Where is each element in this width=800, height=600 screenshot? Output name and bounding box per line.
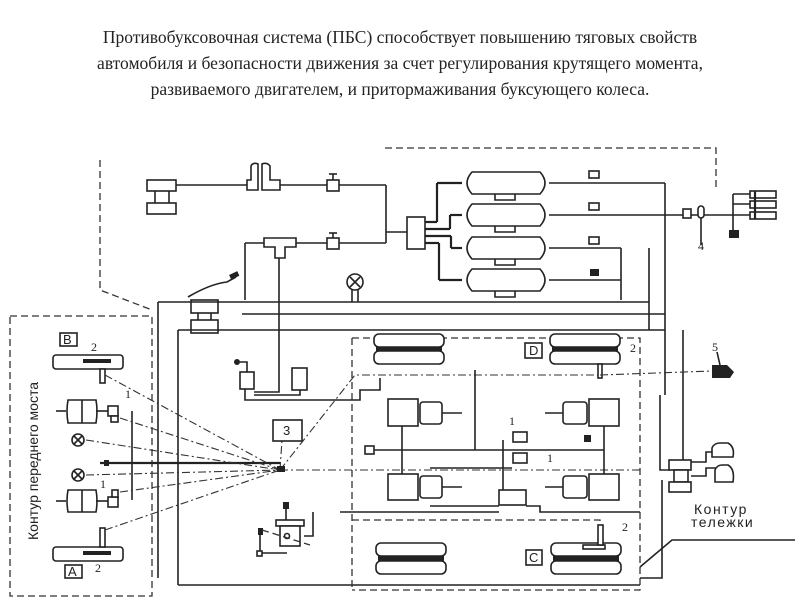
bogie-contour-label-line2: тележки — [691, 514, 754, 530]
caption: Противобуксовочная система (ПБС) способс… — [0, 24, 800, 102]
callout-1: 1 — [509, 414, 515, 428]
air-receiver-1 — [466, 171, 546, 201]
wheel-c-label: C — [529, 550, 538, 565]
protection-valve — [326, 232, 340, 250]
wheel-speed-sensor-1 — [71, 433, 85, 447]
wheel-b — [52, 354, 124, 384]
tee-fitting — [263, 237, 297, 259]
front-axle-contour — [9, 315, 153, 597]
pressure-regulator — [326, 173, 340, 192]
abs-modulator-2 — [107, 489, 119, 508]
pressure-gauge — [346, 273, 364, 302]
air-receiver-4 — [466, 268, 546, 298]
bogie-contour-label-line1: Контур — [694, 501, 748, 517]
callout-1: 1 — [125, 387, 131, 401]
caption-line-2: автомобиля и безопасности движения за сч… — [97, 53, 703, 73]
relay-valve — [682, 208, 692, 219]
warning-lamp-5 — [712, 351, 734, 378]
air-receiver-2 — [466, 203, 546, 233]
brake-chamber-front-left — [56, 399, 108, 424]
air-receiver-3 — [466, 236, 546, 266]
abs-modulator-1 — [107, 405, 119, 423]
wheel-speed-sensor-2 — [71, 468, 85, 482]
brake-chamber-front-right — [56, 489, 108, 513]
ecu-3 — [272, 419, 303, 442]
trailer-connectors — [749, 190, 777, 220]
wheel-a-label-box — [64, 564, 83, 579]
callout-4: 4 — [698, 239, 704, 253]
wheel-c-label-box — [525, 549, 543, 566]
ecu-connector — [277, 466, 285, 472]
four-circuit-valve — [406, 216, 426, 250]
bogie-brake-chamber-left-top — [387, 398, 462, 427]
bogie-modulators — [364, 431, 591, 506]
front-axle-contour-label: Контур переднего моста — [25, 382, 41, 540]
spring-brake-chambers — [711, 442, 735, 483]
caption-line-3: развиваемого двигателем, и притормаживан… — [150, 79, 650, 99]
bogie-brake-chamber-right-top — [545, 398, 620, 427]
bogie-contour-box — [352, 337, 641, 591]
wheel-b-label-box — [59, 332, 78, 347]
air-dryer — [246, 162, 281, 191]
callout-1: 1 — [547, 451, 553, 465]
wheel-a — [52, 527, 124, 562]
signal-lines — [85, 374, 640, 531]
wheel-d — [549, 333, 621, 379]
wheel-d-label-box — [524, 342, 543, 359]
callout-1: 1 — [100, 477, 106, 491]
caption-line-1: Противобуксовочная система (ПБС) способс… — [102, 27, 698, 47]
wheel-c — [550, 524, 622, 575]
callout-5: 5 — [712, 340, 718, 354]
retarder-valve — [256, 502, 314, 557]
solenoid-valve — [234, 330, 381, 401]
callout-3: 3 — [283, 423, 290, 438]
control-valve-4 — [697, 205, 705, 219]
bogie-wheel-bottom-left — [375, 542, 447, 575]
trailer-sensor — [729, 230, 739, 238]
callout-2: 2 — [630, 341, 636, 355]
bogie-brake-chamber-left-bottom — [387, 473, 462, 501]
wheel-d-label: D — [529, 343, 538, 358]
wheel-b-label: B — [63, 332, 72, 347]
compressor — [146, 179, 177, 215]
callout-2: 2 — [622, 520, 628, 534]
bogie-relay-valve — [668, 459, 692, 493]
bogie-wheel-top-left — [373, 333, 445, 365]
wheel-a-label: A — [68, 564, 77, 579]
pressure-sensor — [588, 170, 600, 276]
bogie-brake-chamber-right-bottom — [545, 473, 620, 501]
callout-2: 2 — [95, 561, 101, 575]
callout-2: 2 — [91, 340, 97, 354]
